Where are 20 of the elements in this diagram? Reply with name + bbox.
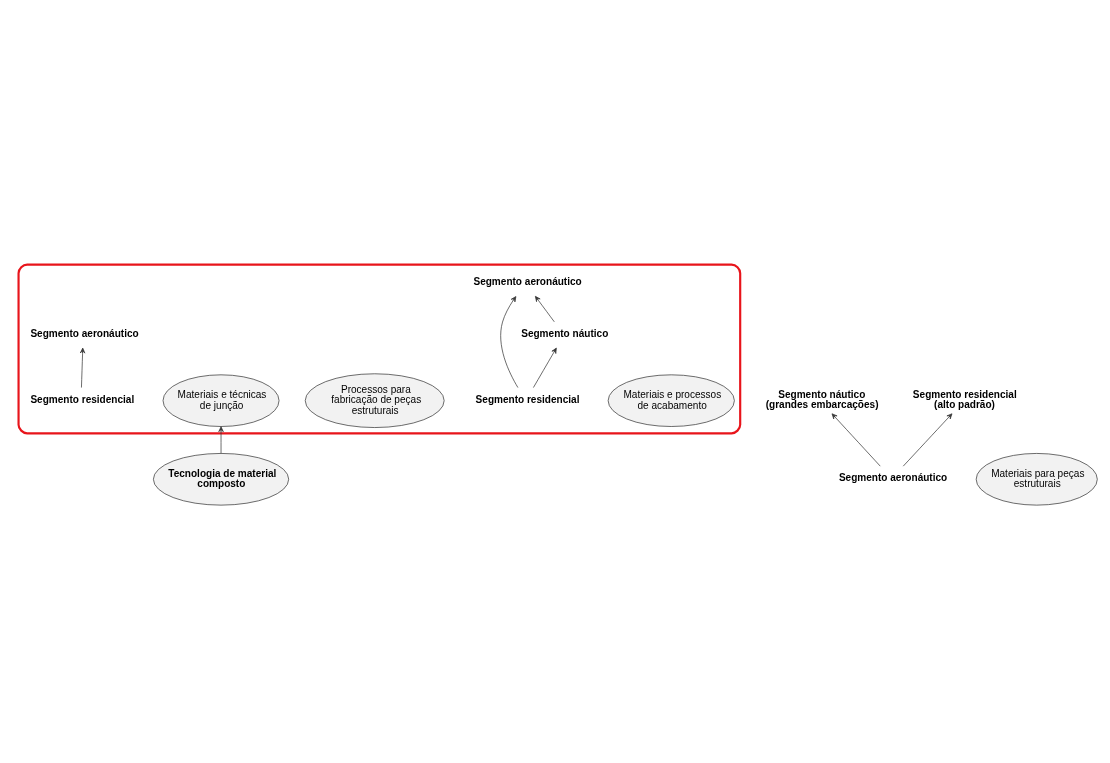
node-text: Segmento residencial (alto padrão) <box>912 388 1017 410</box>
node-ellipse: Tecnologia de material composto <box>153 452 290 505</box>
node-text: Segmento náutico (grandes embarcações) <box>765 388 879 410</box>
node-ellipse: Materiais e técnicas de junção <box>162 373 280 427</box>
node-text: Segmento náutico <box>521 327 609 339</box>
node-ellipse: Processos para fabricação de peças estruturais <box>304 372 445 428</box>
arrow <box>535 295 555 322</box>
arrow <box>218 425 224 454</box>
node-ellipse: Materiais para peças estruturais <box>975 452 1098 505</box>
node-text: Segmento residencial <box>475 393 580 405</box>
arrow <box>500 295 519 388</box>
node-text: Segmento aeronáutico <box>473 275 582 287</box>
arrow <box>831 412 881 467</box>
node-text: Segmento aeronáutico <box>30 327 139 339</box>
node-text: Segmento residencial <box>30 393 135 405</box>
arrow <box>533 347 557 388</box>
node-ellipse: Materiais e processos de acabamento <box>607 373 735 427</box>
arrow <box>902 412 953 467</box>
node-text: Segmento aeronáutico <box>838 471 948 483</box>
arrow <box>79 347 86 388</box>
